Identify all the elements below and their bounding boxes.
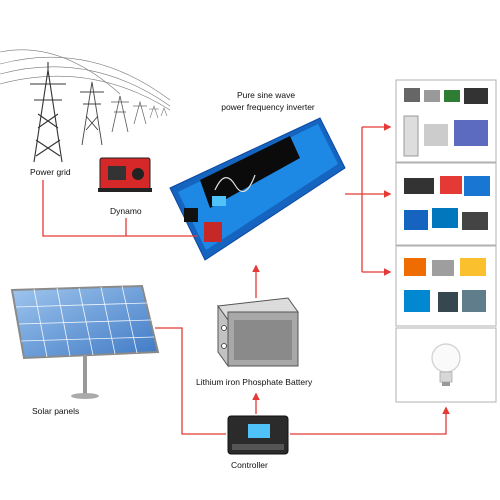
- inverter-label-line1: Pure sine wave: [237, 90, 295, 100]
- light-bulb-icon: [431, 343, 461, 386]
- pylon-icon: [133, 100, 147, 125]
- controller-icon: [227, 415, 289, 455]
- pylon-icon: [80, 81, 104, 146]
- battery-icon: [217, 297, 299, 368]
- pylon-icon: [30, 62, 66, 163]
- appliance-box-lighting: [395, 327, 497, 403]
- inverter-icon: [169, 117, 346, 261]
- generator-icon: [98, 157, 152, 192]
- controller-label: Controller: [231, 460, 268, 470]
- solar-panel-icon: [10, 284, 160, 399]
- pylon-icon: [111, 95, 129, 133]
- solar-panels-label: Solar panels: [32, 406, 79, 416]
- dynamo-label: Dynamo: [110, 206, 142, 216]
- battery-label: Lithium iron Phosphate Battery: [196, 377, 313, 387]
- pylon-icon: [149, 105, 168, 119]
- inverter-label-line2: power frequency inverter: [221, 102, 315, 112]
- appliance-box-tools: [395, 245, 497, 327]
- power-grid-label: Power grid: [30, 167, 71, 177]
- power-lines: [0, 49, 171, 111]
- wiring: [42, 123, 450, 435]
- appliance-box-office: [395, 162, 497, 246]
- appliance-box-home: [395, 79, 497, 163]
